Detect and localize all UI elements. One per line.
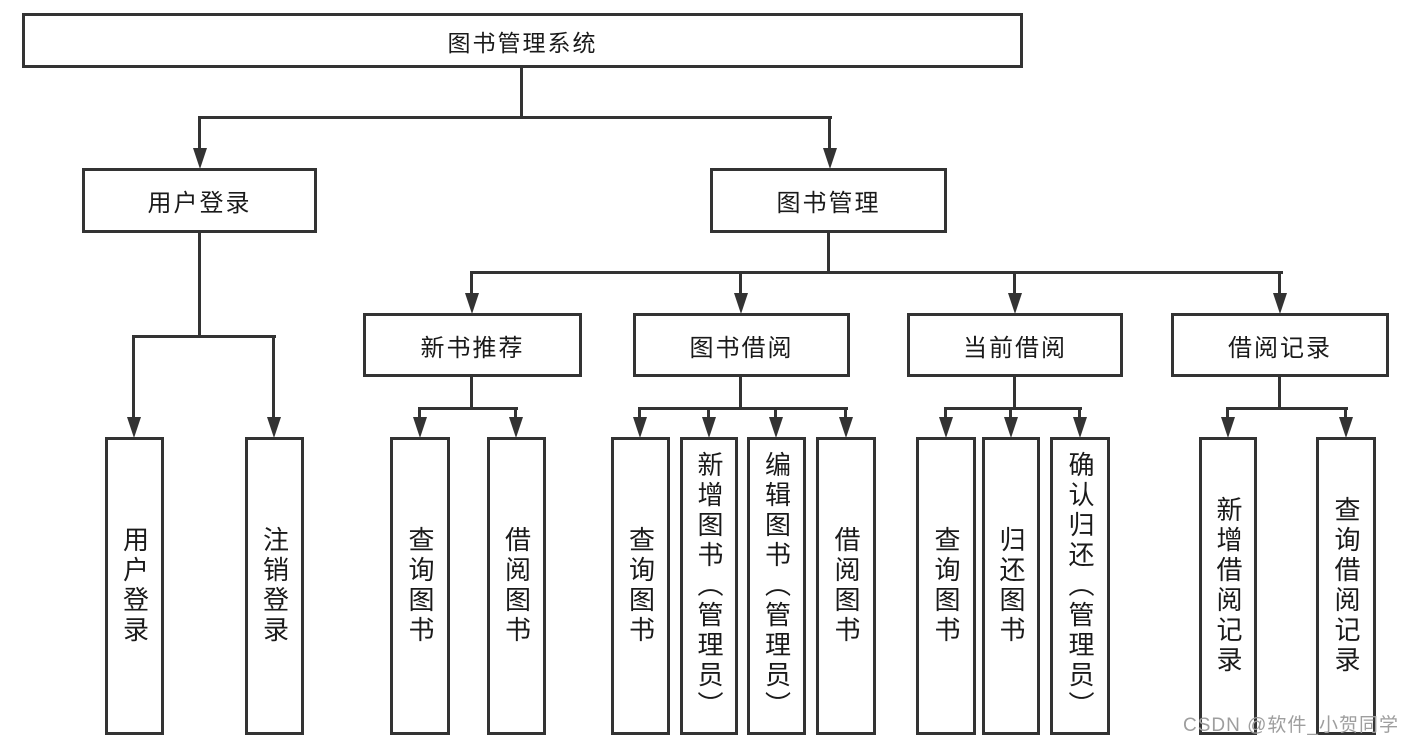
arrowhead-down-icon xyxy=(734,293,748,314)
connector-hline xyxy=(1226,407,1348,410)
arrowhead-down-icon xyxy=(465,293,479,314)
connector-vline xyxy=(774,407,777,419)
connector-vline xyxy=(1226,407,1229,419)
arrowhead-down-icon xyxy=(509,417,523,438)
leaf-query-books-recommend: 查询图书 xyxy=(390,437,450,735)
connector-vline xyxy=(1013,271,1016,296)
connector-hline xyxy=(418,407,518,410)
connector-vline xyxy=(1009,407,1012,419)
arrowhead-down-icon xyxy=(193,148,207,169)
arrowhead-down-icon xyxy=(267,417,281,438)
connector-hline xyxy=(944,407,1082,410)
connector-hline xyxy=(470,271,1283,274)
leaf-borrow-books-borrowing: 借阅图书 xyxy=(816,437,876,735)
leaf-add-book-admin: 新增图书（管理员） xyxy=(680,437,738,735)
connector-hline xyxy=(198,116,832,119)
connector-vline xyxy=(1013,377,1016,410)
connector-vline xyxy=(272,335,275,419)
connector-vline xyxy=(198,233,201,337)
leaf-query-books-borrowing: 查询图书 xyxy=(611,437,670,735)
connector-vline xyxy=(638,407,641,419)
connector-vline xyxy=(418,407,421,419)
node-root: 图书管理系统 xyxy=(22,13,1023,68)
arrowhead-down-icon xyxy=(839,417,853,438)
arrowhead-down-icon xyxy=(1221,417,1235,438)
connector-hline xyxy=(638,407,848,410)
connector-vline xyxy=(844,407,847,419)
connector-vline xyxy=(1278,377,1281,410)
arrowhead-down-icon xyxy=(1339,417,1353,438)
node-book-management: 图书管理 xyxy=(710,168,947,233)
node-book-borrowing: 图书借阅 xyxy=(633,313,850,377)
arrowhead-down-icon xyxy=(633,417,647,438)
leaf-query-borrow-record: 查询借阅记录 xyxy=(1316,437,1376,735)
connector-vline xyxy=(520,68,523,118)
leaf-user-login: 用户登录 xyxy=(105,437,164,735)
leaf-return-book: 归还图书 xyxy=(982,437,1040,735)
arrowhead-down-icon xyxy=(769,417,783,438)
connector-vline xyxy=(827,233,830,274)
node-new-book-recommend: 新书推荐 xyxy=(363,313,582,377)
node-borrow-records: 借阅记录 xyxy=(1171,313,1389,377)
arrowhead-down-icon xyxy=(413,417,427,438)
arrowhead-down-icon xyxy=(1008,293,1022,314)
connector-vline xyxy=(470,377,473,410)
leaf-confirm-return-admin: 确认归还（管理员） xyxy=(1050,437,1110,735)
leaf-logout: 注销登录 xyxy=(245,437,304,735)
leaf-add-borrow-record: 新增借阅记录 xyxy=(1199,437,1257,735)
connector-vline xyxy=(1078,407,1081,419)
connector-vline xyxy=(739,271,742,296)
connector-vline xyxy=(198,116,201,150)
arrowhead-down-icon xyxy=(939,417,953,438)
connector-vline xyxy=(739,377,742,410)
arrowhead-down-icon xyxy=(1073,417,1087,438)
arrowhead-down-icon xyxy=(823,148,837,169)
connector-vline xyxy=(707,407,710,419)
connector-vline xyxy=(828,116,831,150)
leaf-query-books-current: 查询图书 xyxy=(916,437,976,735)
connector-vline xyxy=(514,407,517,419)
arrowhead-down-icon xyxy=(1273,293,1287,314)
connector-vline xyxy=(1278,271,1281,296)
csdn-watermark: CSDN @软件_小贺同学 xyxy=(1183,715,1399,736)
connector-vline xyxy=(1344,407,1347,419)
node-current-borrowing: 当前借阅 xyxy=(907,313,1123,377)
arrowhead-down-icon xyxy=(1004,417,1018,438)
leaf-borrow-books-recommend: 借阅图书 xyxy=(487,437,546,735)
connector-vline xyxy=(944,407,947,419)
connector-vline xyxy=(132,335,135,419)
connector-vline xyxy=(470,271,473,296)
node-user-login: 用户登录 xyxy=(82,168,317,233)
arrowhead-down-icon xyxy=(127,417,141,438)
connector-hline xyxy=(132,335,276,338)
arrowhead-down-icon xyxy=(702,417,716,438)
leaf-edit-book-admin: 编辑图书（管理员） xyxy=(747,437,806,735)
